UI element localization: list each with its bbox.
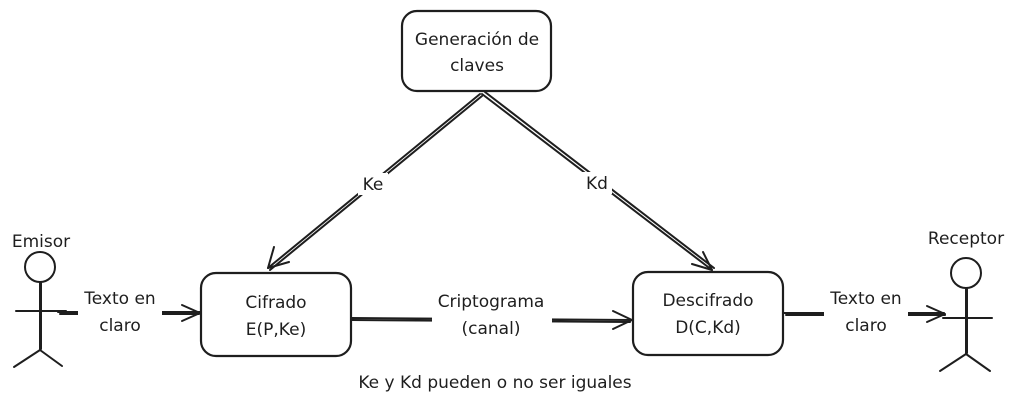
node-cifrado: Cifrado E(P,Ke) <box>199 271 353 358</box>
keygen-label-line1: Generación de <box>415 30 539 50</box>
edge-kd: Kd <box>481 91 715 271</box>
texto-out-label-line1: Texto en <box>829 289 901 309</box>
edge-ke: Ke <box>267 93 483 271</box>
keygen-box <box>400 9 553 93</box>
receptor-label: Receptor <box>928 229 1004 249</box>
node-descifrado: Descifrado D(C,Kd) <box>631 270 785 357</box>
texto-out-label-bg <box>824 286 908 340</box>
texto-in-label-line2: claro <box>99 316 141 336</box>
emisor-figure-icon <box>13 251 67 368</box>
descifrado-label-line1: Descifrado <box>662 291 753 311</box>
actor-receptor: Receptor <box>928 229 1004 372</box>
kd-label: Kd <box>586 174 608 194</box>
texto-in-label-line1: Texto en <box>83 289 155 309</box>
criptograma-label-line1: Criptograma <box>438 292 545 312</box>
emisor-label: Emisor <box>12 232 70 252</box>
edge-texto-in: Texto en claro <box>57 286 201 340</box>
note-text: Ke y Kd pueden o no ser iguales <box>358 373 631 393</box>
receptor-figure-icon <box>939 257 993 372</box>
criptograma-label-line2: (canal) <box>462 319 521 339</box>
texto-in-label-bg <box>78 286 162 340</box>
edge-criptograma: Criptograma (canal) <box>351 289 633 343</box>
criptograma-label-bg <box>432 289 552 343</box>
kd-label-bg <box>582 172 612 194</box>
node-keygen: Generación de claves <box>400 9 553 93</box>
ke-label-bg <box>358 173 388 195</box>
texto-out-label-line2: claro <box>845 316 887 336</box>
edge-texto-out: Texto en claro <box>783 286 946 340</box>
descifrado-box <box>631 270 785 357</box>
descifrado-label-line2: D(C,Kd) <box>675 318 741 338</box>
ke-label: Ke <box>363 175 384 195</box>
actor-emisor: Emisor <box>12 232 70 368</box>
cifrado-box <box>199 271 353 358</box>
cifrado-label-line2: E(P,Ke) <box>246 320 306 340</box>
cifrado-label-line1: Cifrado <box>245 293 306 313</box>
keygen-label-line2: claves <box>450 56 504 76</box>
